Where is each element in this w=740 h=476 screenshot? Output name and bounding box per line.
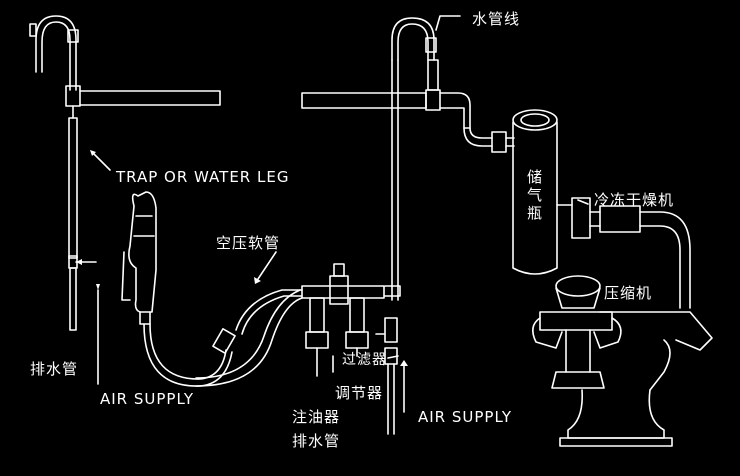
compressor xyxy=(532,275,713,447)
leader-lines xyxy=(75,15,589,413)
right-drop-pipe xyxy=(384,17,439,435)
dryer-label: 冷冻干燥机 xyxy=(594,191,675,209)
drain-right-label: 排水管 xyxy=(292,432,341,450)
air-tool xyxy=(121,191,157,325)
dryer-assembly xyxy=(556,197,691,309)
water-pipe-label: 水管线 xyxy=(472,10,521,28)
air-hose xyxy=(143,289,303,387)
left-drop-pipe xyxy=(29,15,81,331)
air-supply-left-label: AIR SUPPLY xyxy=(100,390,194,408)
drain-left-label: 排水管 xyxy=(30,360,79,378)
air-hose-label: 空压软管 xyxy=(216,234,281,252)
frl-unit xyxy=(301,263,385,377)
receiver-tank xyxy=(512,109,558,275)
lubricator-label: 注油器 xyxy=(292,408,341,426)
right-main-line xyxy=(301,89,515,153)
regulator-label: 调节器 xyxy=(335,384,384,402)
trap-label: TRAP OR WATER LEG xyxy=(116,168,290,186)
receiver-tank-label: 储气瓶 xyxy=(527,168,544,222)
left-main-line xyxy=(79,90,221,106)
filter-label: 过滤器 xyxy=(342,352,387,368)
air-supply-right-label: AIR SUPPLY xyxy=(418,408,512,426)
arrow-heads xyxy=(76,150,408,366)
compressor-label: 压缩机 xyxy=(604,284,653,302)
